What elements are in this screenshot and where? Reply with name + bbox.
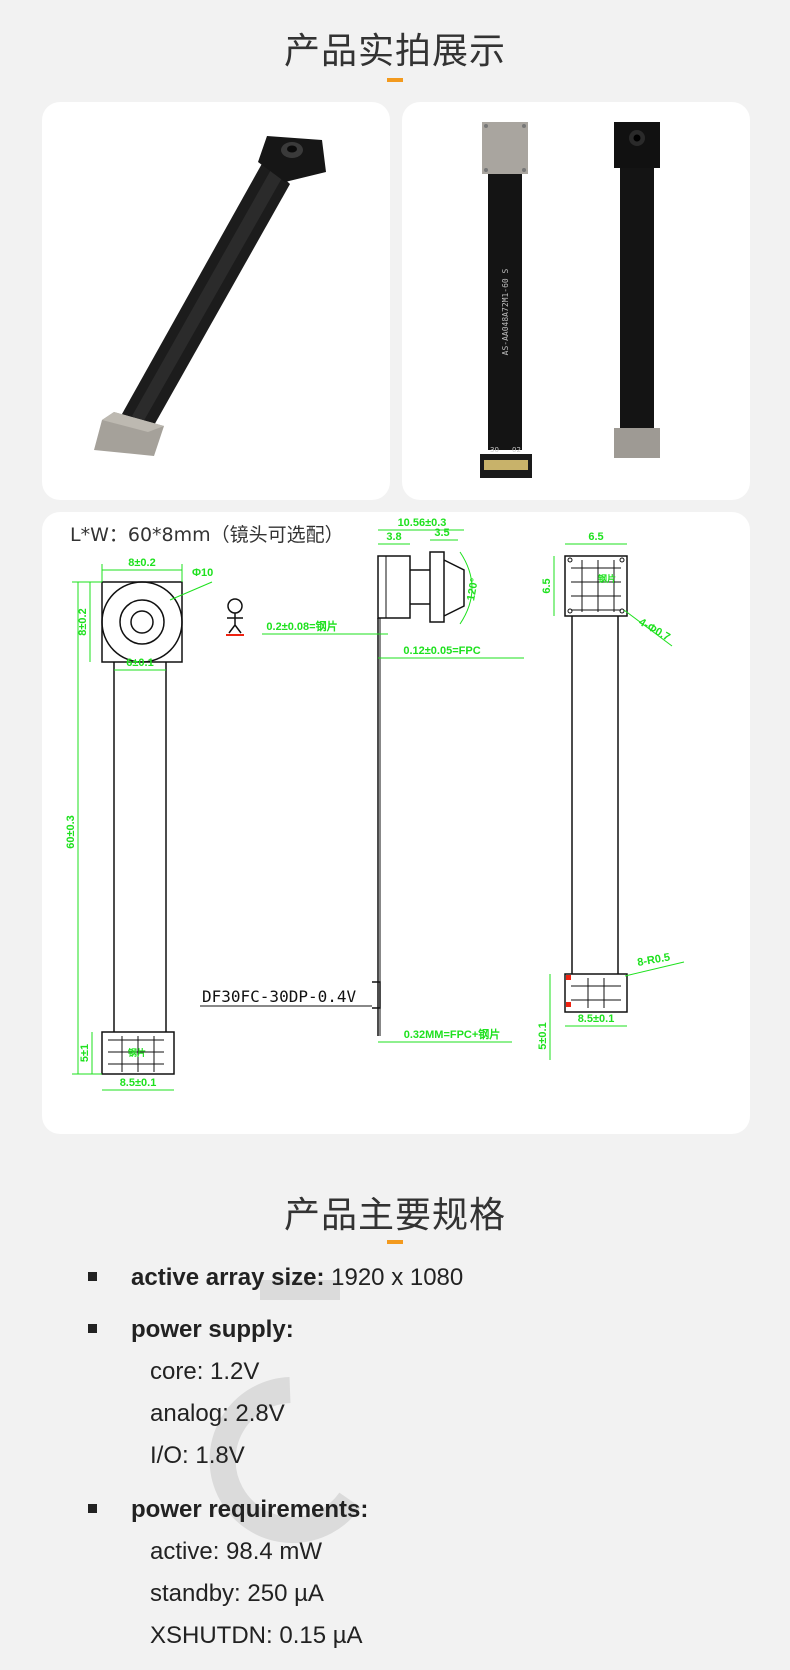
spec-power-requirements: power requirements:	[88, 1496, 368, 1524]
back-view: 钢片 6.5 6.5 4-Φ0.7 8-R0.5 8.5±0.1 5±0.1	[537, 531, 685, 1060]
section-title-photos: 产品实拍展示	[283, 31, 506, 72]
fpc-print: AS-AA048A72M1-60 S	[501, 268, 510, 355]
fpc-ribbon-front	[620, 168, 654, 428]
spec-core-voltage: core: 1.2V	[150, 1358, 260, 1385]
dim-back-width: 6.5	[588, 531, 603, 543]
dim-fpc-thickness: 0.12±0.05=FPC	[403, 645, 480, 657]
dim-left-height: 8±0.2	[77, 608, 89, 635]
camera-module-photo	[94, 136, 326, 456]
spec-active-array: active array size: 1920 x 1080	[88, 1264, 463, 1292]
dim-bottom-thickness: 0.32MM=FPC+钢片	[404, 1027, 501, 1041]
side-view: 10.56±0.3 3.8 3.5 120° 0.2±0.08=钢片 0.12±…	[200, 517, 524, 1043]
dim-fpc-width: 6±0.1	[126, 657, 153, 669]
photo-card-left	[42, 102, 390, 500]
camera-head	[258, 136, 326, 182]
dim-back-height: 6.5	[541, 578, 553, 593]
watermark-logo	[209, 1280, 361, 1543]
dim-connector-width: 8.5±0.1	[120, 1077, 157, 1089]
front-view: 8±0.2 8±0.2 Φ10 6±0.1 60±0.3 5±1 8.5±0.1…	[65, 557, 244, 1091]
dim-top-width: 8±0.2	[128, 557, 155, 569]
dim-fov: 120°	[465, 577, 481, 602]
fpc-ribbon-back	[488, 174, 522, 450]
title-accent-bar	[387, 78, 403, 82]
dim-radius: 8-R0.5	[636, 951, 671, 969]
stick-figure-icon	[226, 598, 244, 636]
dim-side-a: 3.8	[386, 531, 401, 543]
dim-holes: 4-Φ0.7	[637, 616, 673, 643]
dim-back-connector-height: 5±0.1	[537, 1022, 549, 1049]
dimension-drawing: 8±0.2 8±0.2 Φ10 6±0.1 60±0.3 5±1 8.5±0.1…	[65, 517, 685, 1091]
bullet-icon	[88, 1504, 97, 1514]
svg-text:30: 30	[490, 446, 499, 454]
spec-power-supply: power supply:	[88, 1316, 294, 1344]
svg-text:02: 02	[512, 446, 521, 454]
title-accent-bar-specs	[387, 1240, 403, 1244]
dim-side-total: 10.56±0.3	[398, 517, 447, 529]
spec-standby-current: standby: 250 µA	[150, 1580, 324, 1607]
connector-part-number: DF30FC-30DP-0.4V	[202, 987, 356, 1006]
dim-lens-dia: Φ10	[192, 567, 213, 579]
dim-stiffener: 0.2±0.08=钢片	[266, 619, 337, 633]
back-stiffener	[482, 122, 528, 174]
dimension-drawing-card: L*W：60*8mm（镜头可选配） 8±0.2 8±0.2 Φ10 6±0.1	[42, 512, 750, 1134]
steel-label-front: 钢片	[128, 1047, 146, 1058]
photo-card-right: AS-AA048A72M1-60 S 30 02	[402, 102, 750, 500]
dim-length: 60±0.3	[65, 815, 77, 849]
size-note: L*W：60*8mm（镜头可选配）	[70, 524, 344, 546]
spec-analog-voltage: analog: 2.8V	[150, 1400, 285, 1427]
spec-io-voltage: I/O: 1.8V	[150, 1442, 245, 1469]
section-title-specs: 产品主要规格	[283, 1195, 506, 1236]
dim-back-connector-width: 8.5±0.1	[578, 1013, 615, 1025]
spec-active-power: active: 98.4 mW	[150, 1538, 323, 1565]
bullet-icon	[88, 1324, 97, 1334]
dim-side-b: 3.5	[434, 527, 449, 539]
dim-connector-height: 5±1	[79, 1044, 91, 1062]
steel-label-back: 钢片	[598, 573, 616, 584]
front-stiffener	[614, 428, 660, 458]
spec-xshutdn-current: XSHUTDN: 0.15 µA	[150, 1622, 363, 1649]
bullet-icon	[88, 1272, 97, 1282]
camera-module-front-back-photo: AS-AA048A72M1-60 S 30 02	[480, 122, 660, 478]
